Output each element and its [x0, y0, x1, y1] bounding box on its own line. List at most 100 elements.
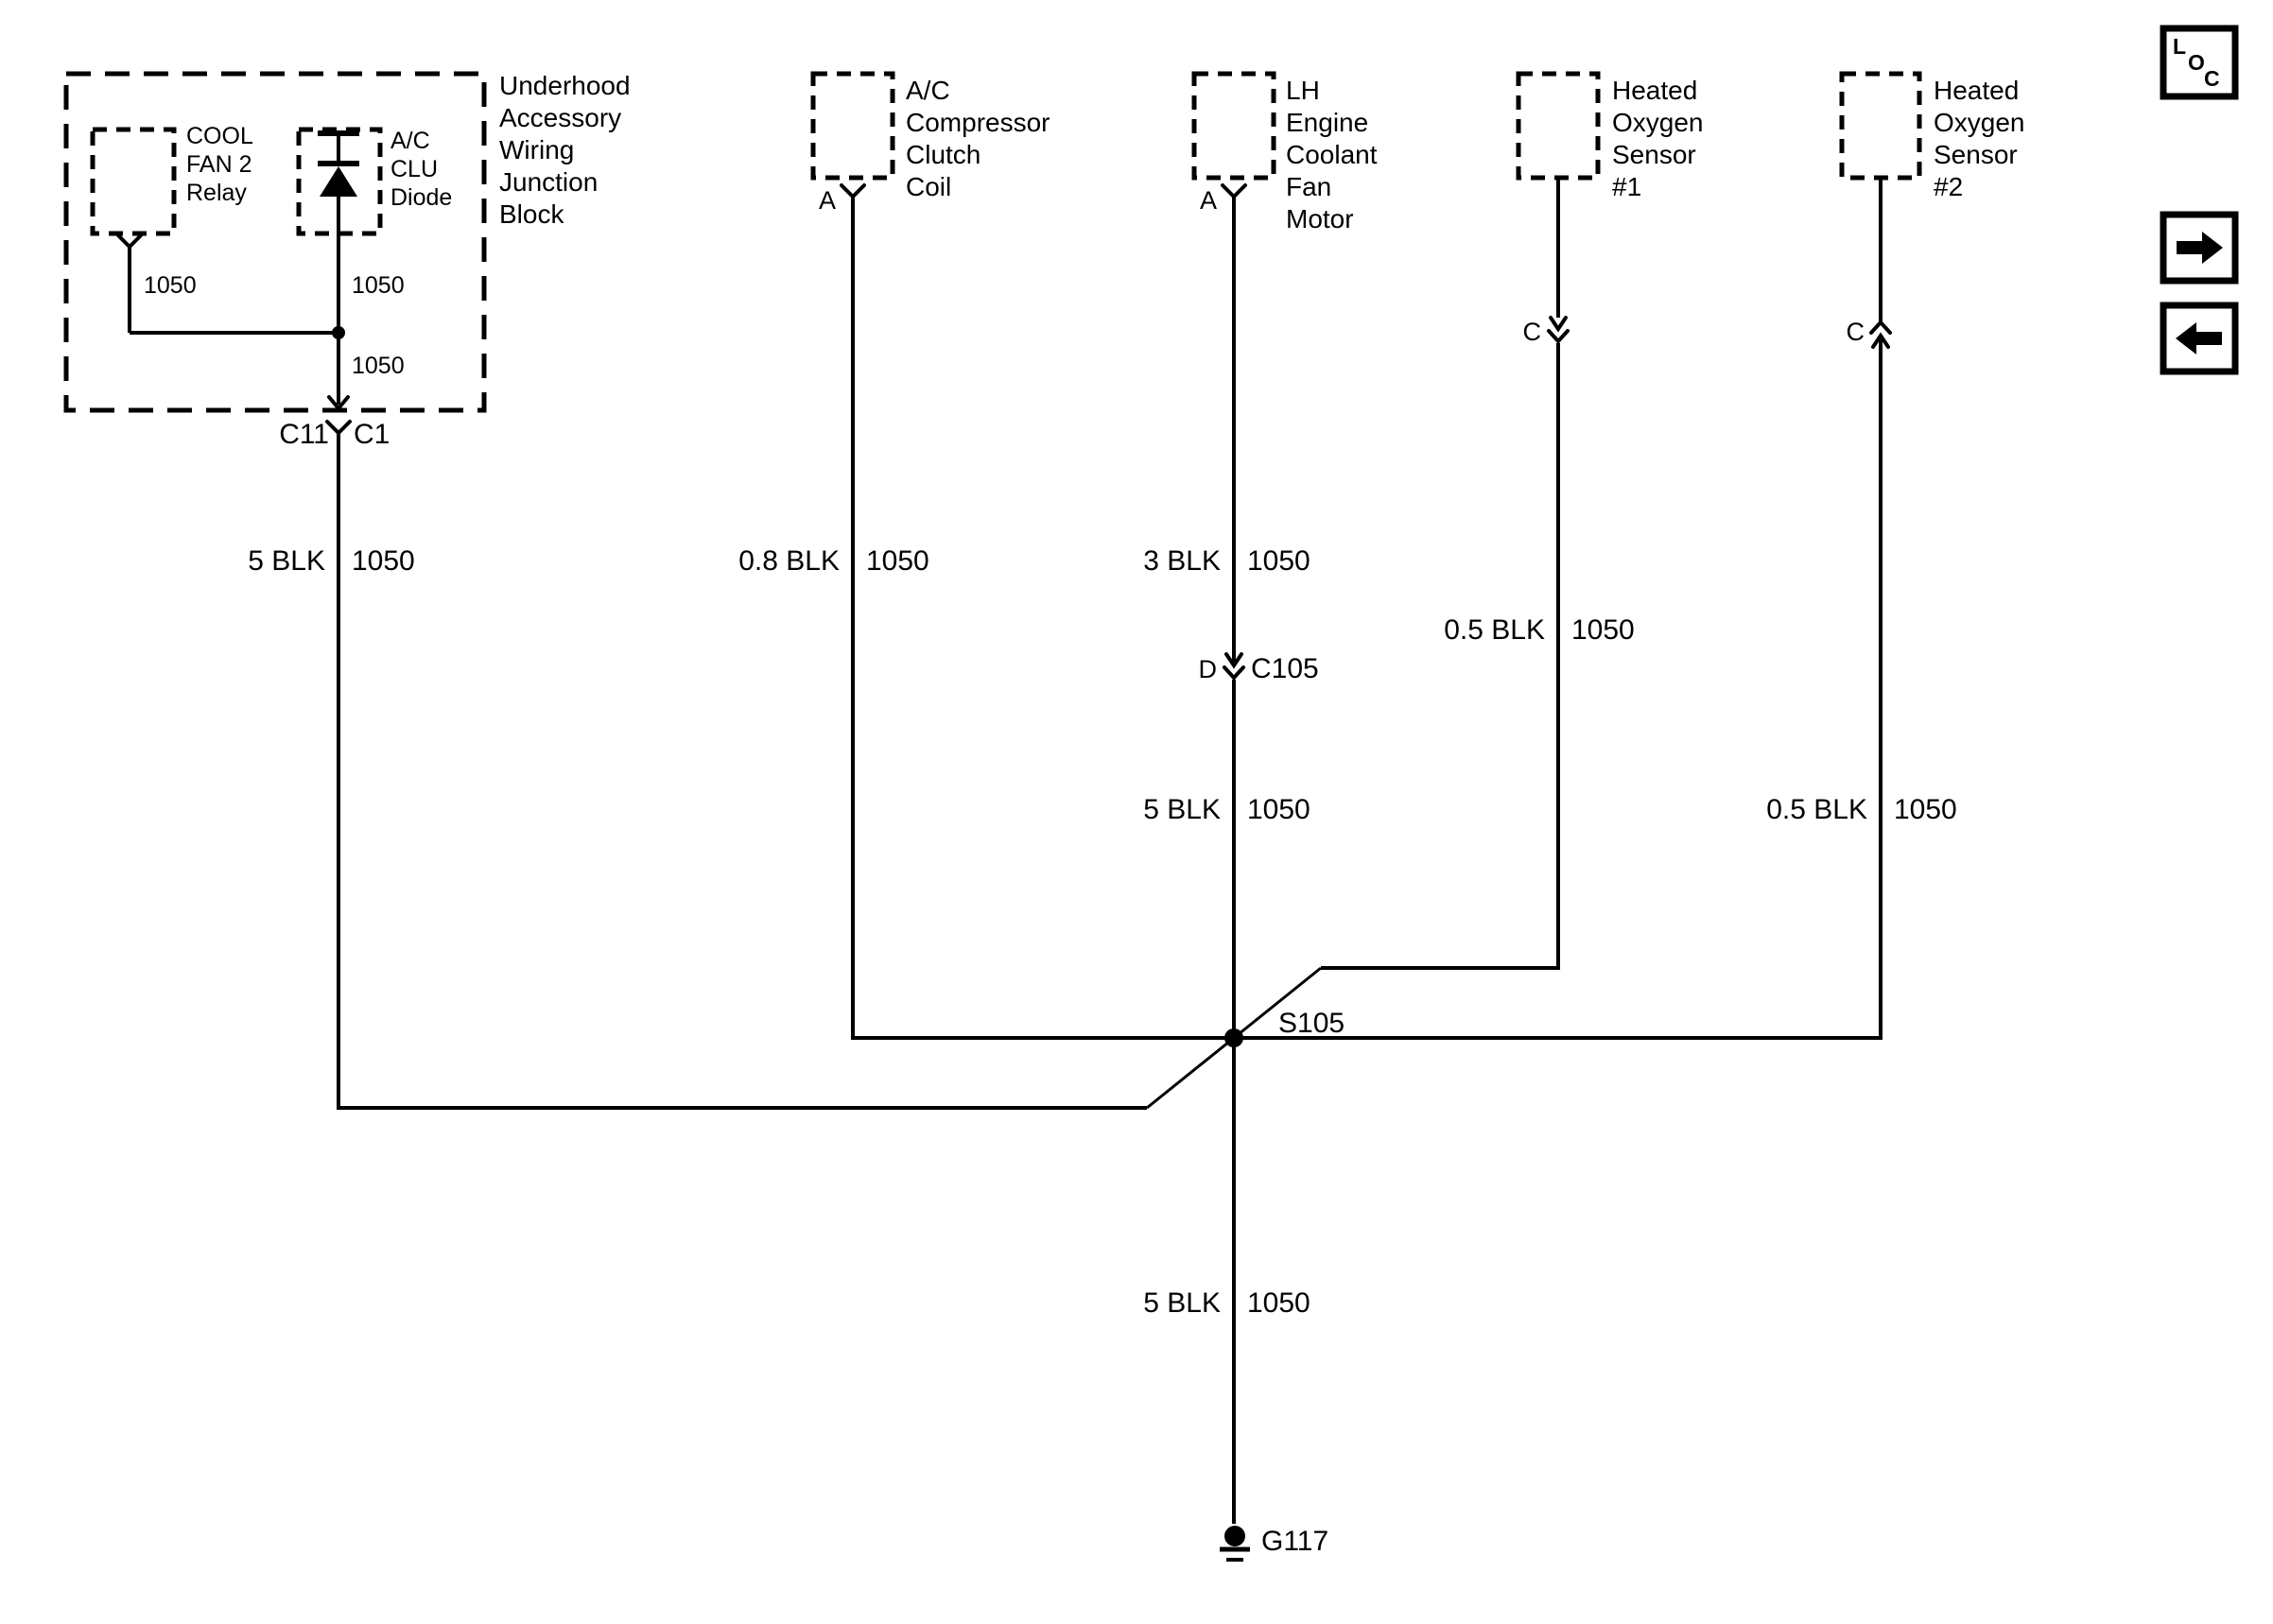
- relay-label: Relay: [186, 180, 247, 206]
- junction-block-label: Underhood: [499, 71, 631, 100]
- loc-letter: C: [2204, 66, 2220, 91]
- loc-letter: L: [2173, 34, 2186, 59]
- diode-label: A/C: [390, 128, 430, 154]
- splice-s105: S105: [1224, 1008, 1345, 1047]
- wire-circuit: 1050: [1247, 794, 1310, 825]
- wire-circuit: 1050: [1247, 545, 1310, 577]
- component-label: Heated: [1612, 76, 1697, 105]
- component-label: LH: [1286, 76, 1320, 105]
- relay-label: COOL: [186, 123, 253, 149]
- splice-label: S105: [1278, 1008, 1345, 1039]
- wire-gauge: 5 BLK: [1143, 794, 1221, 825]
- nav-back-box[interactable]: [2160, 302, 2239, 375]
- arrow-right-icon: [2177, 232, 2223, 264]
- junction-block-label: Wiring: [499, 135, 574, 164]
- loc-button[interactable]: L O C: [2160, 25, 2239, 100]
- wire-circuit: 1050: [1894, 794, 1957, 825]
- down-arrow-icon: [1549, 316, 1568, 333]
- pin-label: A: [819, 186, 836, 215]
- component-label: Oxygen: [1612, 108, 1704, 137]
- down-arrow-icon: [1224, 652, 1243, 669]
- chevron-down-icon: [1223, 665, 1245, 681]
- connector-c11-label: C11: [279, 419, 329, 450]
- wire-gauge: 5 BLK: [1143, 1287, 1221, 1319]
- wire-gauge: 0.5 BLK: [1444, 614, 1545, 646]
- junction-dot: [332, 326, 345, 339]
- y-connector-icon: [1221, 183, 1247, 199]
- y-connector-icon: [840, 183, 866, 199]
- junction-block-box: [63, 71, 487, 413]
- chevron-down-icon: [1547, 329, 1570, 344]
- component-label: Motor: [1286, 204, 1354, 233]
- component-box: [1191, 71, 1276, 181]
- wire-run: [337, 446, 1147, 1110]
- nav-back-button[interactable]: [2160, 302, 2239, 375]
- relay-wire-circuit: 1050: [144, 272, 197, 299]
- component-label: Clutch: [906, 140, 980, 169]
- ac-clu-diode: A/C CLU Diode 1050: [296, 127, 452, 405]
- connector-name-label: C105: [1251, 653, 1319, 684]
- nav-forward-box[interactable]: [2160, 211, 2239, 285]
- pin-label: A: [1200, 186, 1217, 215]
- wire-circuit: 1050: [1247, 1287, 1310, 1319]
- down-arrow-icon: [327, 395, 350, 412]
- arrow-left-icon: [2176, 322, 2222, 354]
- connector-pin-label: C: [1847, 318, 1865, 346]
- relay-box: [90, 127, 177, 236]
- component-label: Heated: [1934, 76, 2019, 105]
- relay-label: FAN 2: [186, 151, 252, 178]
- junction-block-label: Junction: [499, 167, 598, 197]
- junction-block-label: Block: [499, 199, 564, 229]
- wire-circuit: 1050: [1571, 614, 1635, 646]
- component-label: Coolant: [1286, 140, 1378, 169]
- connector-pin-label: D: [1199, 655, 1218, 683]
- ground-icon: [1224, 1526, 1245, 1546]
- heated-oxygen-sensor-2: Heated Oxygen Sensor #2 C 0.5 BLK 1050: [1242, 71, 2025, 1040]
- out-wire-circuit: 1050: [352, 353, 405, 379]
- wire-gauge: 0.8 BLK: [738, 545, 840, 577]
- connector-c1-label: C1: [354, 419, 390, 450]
- c11-y-connector-icon: [325, 420, 352, 436]
- component-label: A/C: [906, 76, 950, 105]
- ground-label: G117: [1261, 1526, 1328, 1557]
- component-box: [1839, 71, 1922, 181]
- chevron-up-icon: [1869, 320, 1892, 335]
- component-label: Fan: [1286, 172, 1331, 201]
- wire-circuit: 1050: [352, 545, 415, 577]
- heated-oxygen-sensor-1: Heated Oxygen Sensor #1 C 0.5 BLK 1050: [1321, 71, 1704, 970]
- component-label: #2: [1934, 172, 1963, 201]
- component-box: [1516, 71, 1601, 181]
- wire-gauge: 5 BLK: [248, 545, 325, 577]
- component-box: [810, 71, 895, 181]
- inline-connector-c: C: [1523, 316, 1570, 346]
- wire-gauge: 0.5 BLK: [1766, 794, 1867, 825]
- loc-box[interactable]: [2160, 25, 2239, 100]
- component-label: Sensor: [1934, 140, 2018, 169]
- component-label: Compressor: [906, 108, 1050, 137]
- diode-label: CLU: [390, 156, 438, 182]
- cool-fan-2-relay: COOL FAN 2 Relay 1050: [90, 123, 253, 333]
- splice-dot: [1224, 1028, 1243, 1047]
- diode-label: Diode: [390, 184, 452, 211]
- nav-forward-button[interactable]: [2160, 211, 2239, 285]
- junction-block: Underhood Accessory Wiring Junction Bloc…: [63, 71, 631, 450]
- component-label: Sensor: [1612, 140, 1696, 169]
- wire-run: [1321, 343, 1560, 970]
- lh-engine-coolant-fan-motor: LH Engine Coolant Fan Motor A 3 BLK 1050…: [1143, 71, 1378, 1524]
- connector-pin-label: C: [1523, 318, 1542, 346]
- ground-g117: 5 BLK 1050 G117: [1143, 1287, 1328, 1562]
- diode-wire-circuit: 1050: [352, 272, 405, 299]
- component-label: #1: [1612, 172, 1641, 201]
- wire-run: [1242, 336, 1883, 1040]
- diode-triangle-icon: [320, 166, 357, 197]
- loc-letter: O: [2188, 50, 2205, 75]
- junction-block-label: Accessory: [499, 103, 621, 132]
- wire-run: [851, 197, 1225, 1040]
- wire-gauge: 3 BLK: [1143, 545, 1221, 577]
- y-connector-icon: [116, 233, 143, 250]
- ac-compressor-clutch-coil: A/C Compressor Clutch Coil A 0.8 BLK 105…: [738, 71, 1225, 1040]
- inline-connector-c: C: [1847, 318, 1892, 349]
- wire-circuit: 1050: [866, 545, 929, 577]
- inline-connector-c105: D C105: [1199, 652, 1319, 684]
